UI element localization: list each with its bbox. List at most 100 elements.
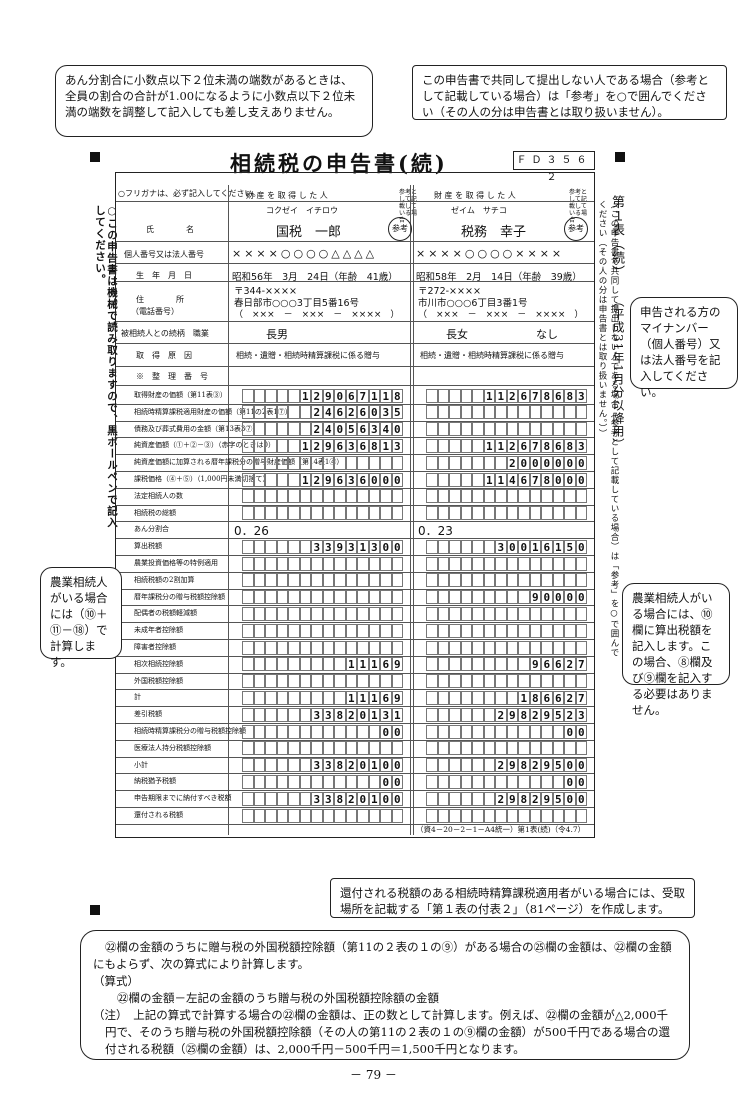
p1-row-cells [242,808,403,823]
p1-row-cells [242,506,403,521]
p2-row-cells [426,623,587,638]
row-label: 外国税額控除額 [134,676,183,685]
row-label: 申告期限までに納付すべき税額 [134,794,232,803]
tax-form: ○フリガナは、必ず記入してください。 財 産 を 取 得 し た 人 財 産 を… [115,172,595,838]
row-label: 取得財産の価額（第11表③） [134,391,227,399]
p1-row-cells [242,623,403,638]
row-label: 純資産価額（①＋②－③）（赤字のときは0） [134,441,275,450]
form-title: 相続税の申告書(続) [230,151,448,176]
p2-furigana: ゼイム サチコ [451,206,507,215]
row-label: 暦年課税分の贈与税額控除額 [134,592,225,601]
p1-name: 国税 一郎 [276,225,342,240]
p2-row-cells [426,808,587,823]
row-label: 納税猶予税額 [134,777,176,786]
form-code: ＦＤ３５６２ [513,151,595,183]
footnote-box: ㉒欄の金額のうちに贈与税の外国税額控除額（第11の２表の１の⑨）がある場合の㉕欄… [80,930,690,1060]
p2-zip: 〒272-×××× [418,286,481,297]
callout-farm-left: 農業相続人がいる場合には（⑩＋⑪－⑱）で計算します。 [40,567,122,669]
row-label: 相続時精算課税分の贈与税額控除額 [134,727,246,735]
p1-row-cells [242,741,403,756]
p2-row-cells [426,606,587,621]
row-label: 相続税の総額 [134,508,176,517]
p1-row-cells [242,640,403,655]
p2-row-cells [426,489,587,504]
p1-mynumber: ××××○○○○△△△△ [232,247,378,260]
row-label: 算出税額 [134,542,162,551]
p1-phone: （ ××× － ××× － ×××× ） [234,310,400,320]
p1-row-cells [242,674,403,689]
p1-row-cells [242,489,403,504]
callout-sankou-note: この申告書で共同して提出しない人である場合（参考として記載している場合）は「参考… [412,65,727,120]
p2-row-cells [426,556,587,571]
corner-mark [615,152,625,162]
furigana-note: ○フリガナは、必ず記入してください。 [118,189,261,198]
p1-row-cells [242,556,403,571]
form-footer-code: （資4－20－2－1－A4統一）第1表(続)（令4.7） [416,825,586,834]
callout-farm-right: 農業相続人がいる場合には、⑩欄に算出税額を記入します。この場合、⑧欄及び⑨欄を記… [622,583,730,717]
corner-mark [90,152,100,162]
p2-name: 税務 幸子 [461,225,527,240]
p2-ratio: 0．23 [418,524,453,539]
p1-relation: 長男 [266,328,288,341]
row-label: 純資産価額に加算される暦年課税分の贈与財産価額（第14表1④） [134,458,344,467]
row-label: 相次相続控除額 [134,659,183,668]
p2-address: 市川市○○○6丁目3番1号 [418,298,528,309]
p1-cause: 相続・遺贈・相続時精算課税に係る贈与 [236,351,380,360]
p2-row-cells [426,741,587,756]
p1-birth: 昭和56年 3月 24日（年齢 41歳） [232,272,398,283]
p2-cause: 相続・遺贈・相続時精算課税に係る贈与 [420,351,564,360]
row-label: 還付される税額 [134,811,183,819]
p1-row-cells [242,573,403,588]
row-label: 法定相続人の数 [134,491,183,500]
callout-rounding-note: あん分割合に小数点以下２位未満の端数があるときは、全員の割合の合計が1.00にな… [55,65,373,137]
row-label: 障害者控除額 [134,643,176,651]
p2-phone: （ ××× － ××× － ×××× ） [418,310,584,320]
p1-furigana: コクゼイ イチロウ [266,206,338,215]
row-label: 未成年者控除額 [134,626,183,635]
right-vertical-note: （この申告書で共同して提出しない人である場合（参考として記載している場合）は「参… [597,200,619,658]
p1-row-cells [242,606,403,621]
row-label: 差引税額 [134,710,162,719]
callout-mynumber: 申告される方のマイナンバー（個人番号）又は法人番号を記入してください。 [630,297,738,399]
p1-row-cells [242,455,403,470]
p1-address: 春日部市○○○3丁目5番16号 [234,298,360,309]
row-label: 相続税額の2割加算 [134,575,195,584]
p2-birth: 昭和58年 2月 14日（年齢 39歳） [416,272,582,283]
row-label: 債務及び葬式費用の金額（第13表3⑦） [134,424,260,433]
p2-row-cells [426,573,587,588]
p2-row-cells [426,674,587,689]
p1-zip: 〒344-×××× [234,286,297,297]
footnote-line1: ㉒欄の金額のうちに贈与税の外国税額控除額（第11の２表の１の⑨）がある場合の㉕欄… [93,940,672,971]
side-period: （平成31年1月分以降用） [611,295,625,451]
p2-row-cells [426,405,587,420]
p2-mynumber: ××××○○○○×××× [416,247,565,260]
side-title: 第１表（続） [609,195,624,279]
p2-row-cells [426,422,587,437]
footnote-formula: ㉒欄の金額－左記の金額のうち贈与税の外国税額控除額の金額 [117,991,439,1005]
row-label: 課税価格（④＋⑤）（1,000円未満切捨て） [134,475,270,483]
col-header-2: 財 産 を 取 得 し た 人 [434,191,516,200]
p2-row-cells [426,640,587,655]
row-label: 医療法人持分税額控除額 [134,743,211,752]
